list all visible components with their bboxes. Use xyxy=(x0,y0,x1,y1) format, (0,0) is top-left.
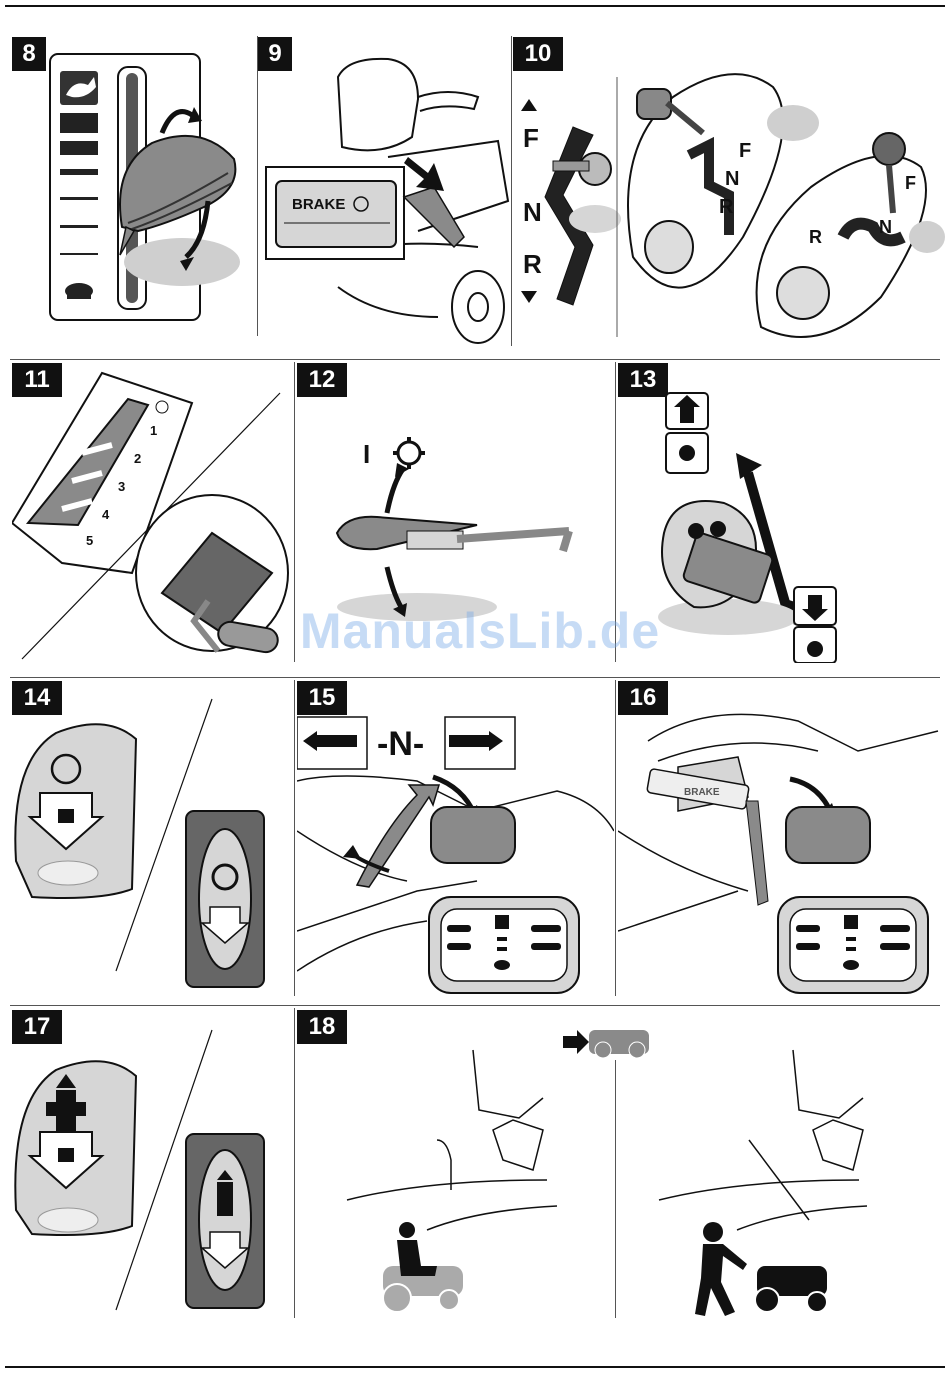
panel-18: 18 xyxy=(297,1010,940,1320)
drive-lock-illustration xyxy=(12,1010,293,1320)
gear-1: 1 xyxy=(150,423,157,438)
lock-icon xyxy=(186,1134,264,1308)
reverse-drive-icon xyxy=(297,717,367,769)
down-arrow-icon xyxy=(794,587,836,663)
col-separator-9-10 xyxy=(511,36,512,346)
plate1-f: F xyxy=(739,140,751,162)
plate2-f: F xyxy=(905,173,916,193)
bottom-rule xyxy=(5,1366,945,1368)
col-separator-15-16 xyxy=(615,680,616,996)
panel-17: 17 xyxy=(12,1010,293,1320)
plate1-r: R xyxy=(719,196,734,218)
gear-label-n: N xyxy=(523,197,542,227)
press-arrow-icon xyxy=(404,157,444,191)
tortoise-icon xyxy=(65,283,93,299)
pto-lever-icon xyxy=(337,517,569,551)
row-separator-2 xyxy=(10,677,940,678)
on-symbol: I xyxy=(363,439,370,469)
row-separator-3 xyxy=(10,1005,940,1006)
plate2-r: R xyxy=(809,227,822,247)
row-separator-1 xyxy=(10,359,940,360)
panel-16: 16 BRAKE xyxy=(618,681,940,997)
gear-illustration: F N R F N R F N R xyxy=(513,37,945,349)
panel-9: 9 BRAKE xyxy=(258,37,511,347)
brake-label: BRAKE xyxy=(684,787,720,798)
up-arrow-icon xyxy=(666,393,708,473)
panel-14: 14 xyxy=(12,681,293,997)
tractor-forward-icon xyxy=(15,1061,136,1235)
parking-brake-icon xyxy=(15,724,136,898)
drive-to-icon xyxy=(563,1030,649,1058)
col-separator-17-18 xyxy=(294,1008,295,1318)
top-rule xyxy=(5,5,945,7)
speed-plate-icon xyxy=(429,897,579,993)
gear-lever-icon: F N R xyxy=(521,99,621,305)
parking-brake-illustration xyxy=(12,681,293,997)
hare-icon xyxy=(60,71,98,105)
brake-illustration: BRAKE xyxy=(258,37,511,347)
lock-icon xyxy=(186,811,264,987)
brake-bar-icon: BRAKE xyxy=(647,757,768,905)
speed-plate-illustration: BRAKE xyxy=(618,681,940,997)
plate1-n: N xyxy=(725,168,739,190)
gear-3: 3 xyxy=(118,479,125,494)
panel-11: 11 1 2 3 4 5 xyxy=(12,363,293,663)
col-separator-14-15 xyxy=(294,680,295,996)
gear-4: 4 xyxy=(102,507,110,522)
speed-lever-illustration: -N- xyxy=(297,681,614,997)
pushing-mower-icon xyxy=(695,1222,827,1316)
panel-10: 10 F N R F N R F xyxy=(513,37,945,349)
speed-plate-icon xyxy=(778,897,928,993)
gear-2: 2 xyxy=(134,451,141,466)
gear-label-r: R xyxy=(523,249,542,279)
watermark: ManualsLib.de xyxy=(290,602,670,660)
tow-illustration xyxy=(297,1010,940,1320)
gear-gate-illustration: 1 2 3 4 5 xyxy=(12,363,293,663)
panel-15: 15 -N- xyxy=(297,681,614,997)
rider-icon xyxy=(383,1222,463,1312)
neutral-label: -N- xyxy=(377,725,424,763)
brake-label: BRAKE xyxy=(292,196,345,213)
throttle-illustration xyxy=(12,37,256,337)
lever-handle-icon xyxy=(136,495,288,654)
gate-plate-icon: F N R F N R xyxy=(628,74,945,337)
forward-drive-icon xyxy=(445,717,515,769)
gear-5: 5 xyxy=(86,533,93,548)
gear-label-f: F xyxy=(523,123,539,153)
panel-8: 8 xyxy=(12,37,256,337)
plate2-n: N xyxy=(879,217,892,237)
